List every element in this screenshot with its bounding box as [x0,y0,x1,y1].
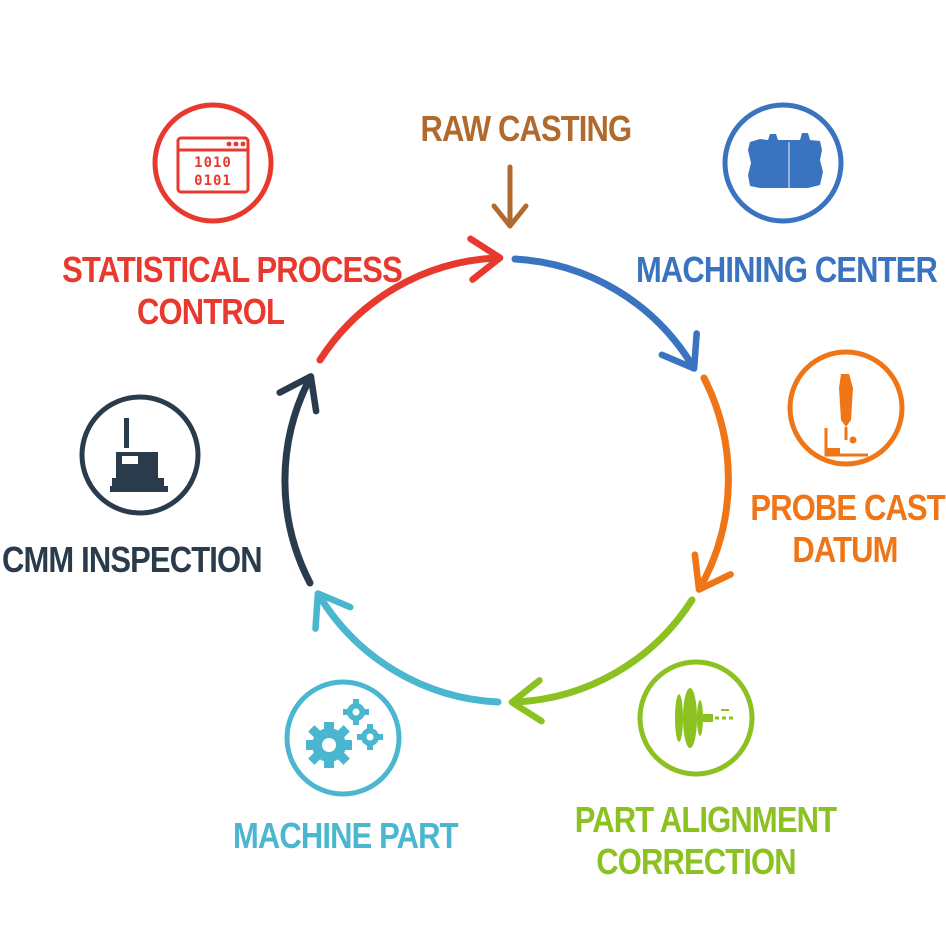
binary-code-icon: 1010 0101 [152,102,274,224]
binary-row-2: 0101 [194,173,232,189]
spc-line-1: STATISTICAL PROCESS [62,249,403,290]
binary-row-1: 1010 [194,155,232,171]
step-label-probe-cast-datum: PROBE CAST DATUM [750,487,945,571]
step-label-machine-part: MACHINE PART [232,815,459,857]
step-label-part-alignment-correction: PART ALIGNMENT CORRECTION [574,799,837,883]
machine-part-text: MACHINE PART [232,815,459,856]
probe-line-1: PROBE CAST [750,487,945,528]
arc-machine-part [312,590,502,706]
alignment-icon [637,659,755,777]
alignment-line-1: PART ALIGNMENT [574,799,837,840]
raw-casting-label: RAW CASTING [420,108,633,150]
gears-icon [284,679,402,797]
probe-line-2: DATUM [792,529,898,570]
machining-center-text: MACHINING CENTER [636,249,938,290]
alignment-line-2: CORRECTION [596,841,796,882]
step-label-machining-center: MACHINING CENTER [636,249,938,291]
arc-cmm-inspection [276,373,320,587]
raw-casting-arrow [491,164,529,229]
arc-machining-center [511,255,700,372]
arc-part-alignment-correction [508,596,696,725]
raw-casting-text: RAW CASTING [420,108,633,149]
arc-probe-cast-datum [691,374,734,593]
probe-icon [787,349,905,467]
spc-line-2: CONTROL [136,291,285,332]
cmm-text: CMM INSPECTION [2,539,263,580]
step-label-statistical-process-control: STATISTICAL PROCESS CONTROL [62,249,403,333]
step-label-cmm-inspection: CMM INSPECTION [2,539,263,581]
machining-center-icon [722,102,844,224]
arc-statistical-process-control [316,235,504,364]
cmm-icon [79,394,201,516]
